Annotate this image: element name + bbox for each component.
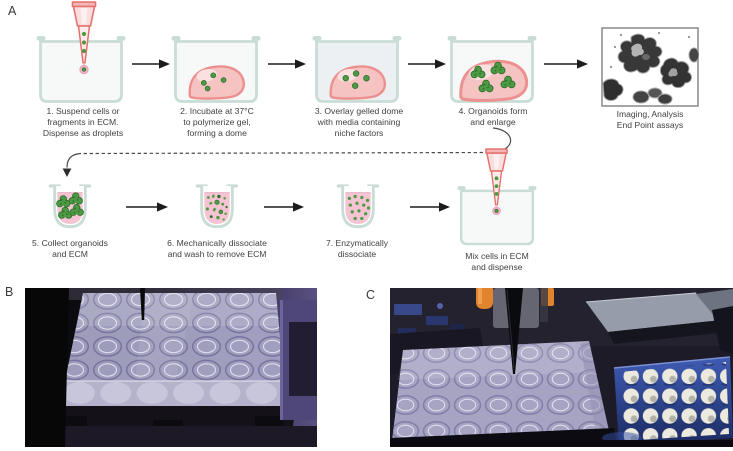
pipette-tip-rack — [602, 356, 733, 446]
panel-c-photo — [390, 288, 733, 447]
mix-caption: Mix cells in ECM and dispense — [465, 251, 529, 273]
panel-b-label: B — [5, 285, 14, 299]
imaging-caption: Imaging, Analysis End Point assays — [616, 109, 684, 131]
step2-caption: 2. Incubate at 37°C to polymerize gel, f… — [180, 106, 254, 139]
organoid-micrograph-image — [601, 27, 699, 107]
arrow-step4-to-imaging-icon — [544, 59, 588, 69]
step6-caption: 6. Mechanically dissociate and wash to r… — [167, 238, 267, 260]
recirculation-dashed-arrow-icon — [62, 127, 512, 177]
step1-caption: 1. Suspend cells or fragments in ECM. Di… — [42, 106, 124, 139]
arrow-step7-to-mix-icon — [410, 202, 450, 212]
step2-gel-dome-icon — [188, 65, 246, 100]
arrow-step3-to-step4-icon — [408, 59, 446, 69]
arrow-step1-to-step2-icon — [132, 59, 170, 69]
arrow-step2-to-step3-icon — [268, 59, 306, 69]
panel-c-label: C — [366, 288, 376, 302]
pipette-needle — [140, 288, 145, 320]
mix-pipette-icon — [485, 148, 508, 216]
pipette-needle — [505, 288, 523, 374]
step6-tube-icon — [195, 184, 239, 229]
step5-tube-icon — [48, 184, 92, 229]
instrument-side-panel — [280, 300, 317, 420]
step4-organoid-dome-icon — [459, 59, 529, 102]
step4-caption: 4. Organoids form and enlarge — [458, 106, 528, 128]
step7-caption: 7. Enzymatically dissociate — [325, 238, 389, 260]
panel-a-label: A — [8, 4, 17, 18]
well-plate-24 — [65, 293, 284, 412]
step1-pipette-icon — [71, 1, 97, 75]
step5-caption: 5. Collect organoids and ECM — [32, 238, 108, 260]
step3-caption: 3. Overlay gelled dome with media contai… — [314, 106, 404, 139]
arrow-step5-to-step6-icon — [126, 202, 168, 212]
arrow-step6-to-step7-icon — [264, 202, 304, 212]
step7-tube-icon — [336, 184, 380, 229]
panel-b-photo — [25, 288, 317, 447]
step3-gel-dome-icon — [329, 65, 387, 100]
deck-surface — [25, 426, 317, 447]
